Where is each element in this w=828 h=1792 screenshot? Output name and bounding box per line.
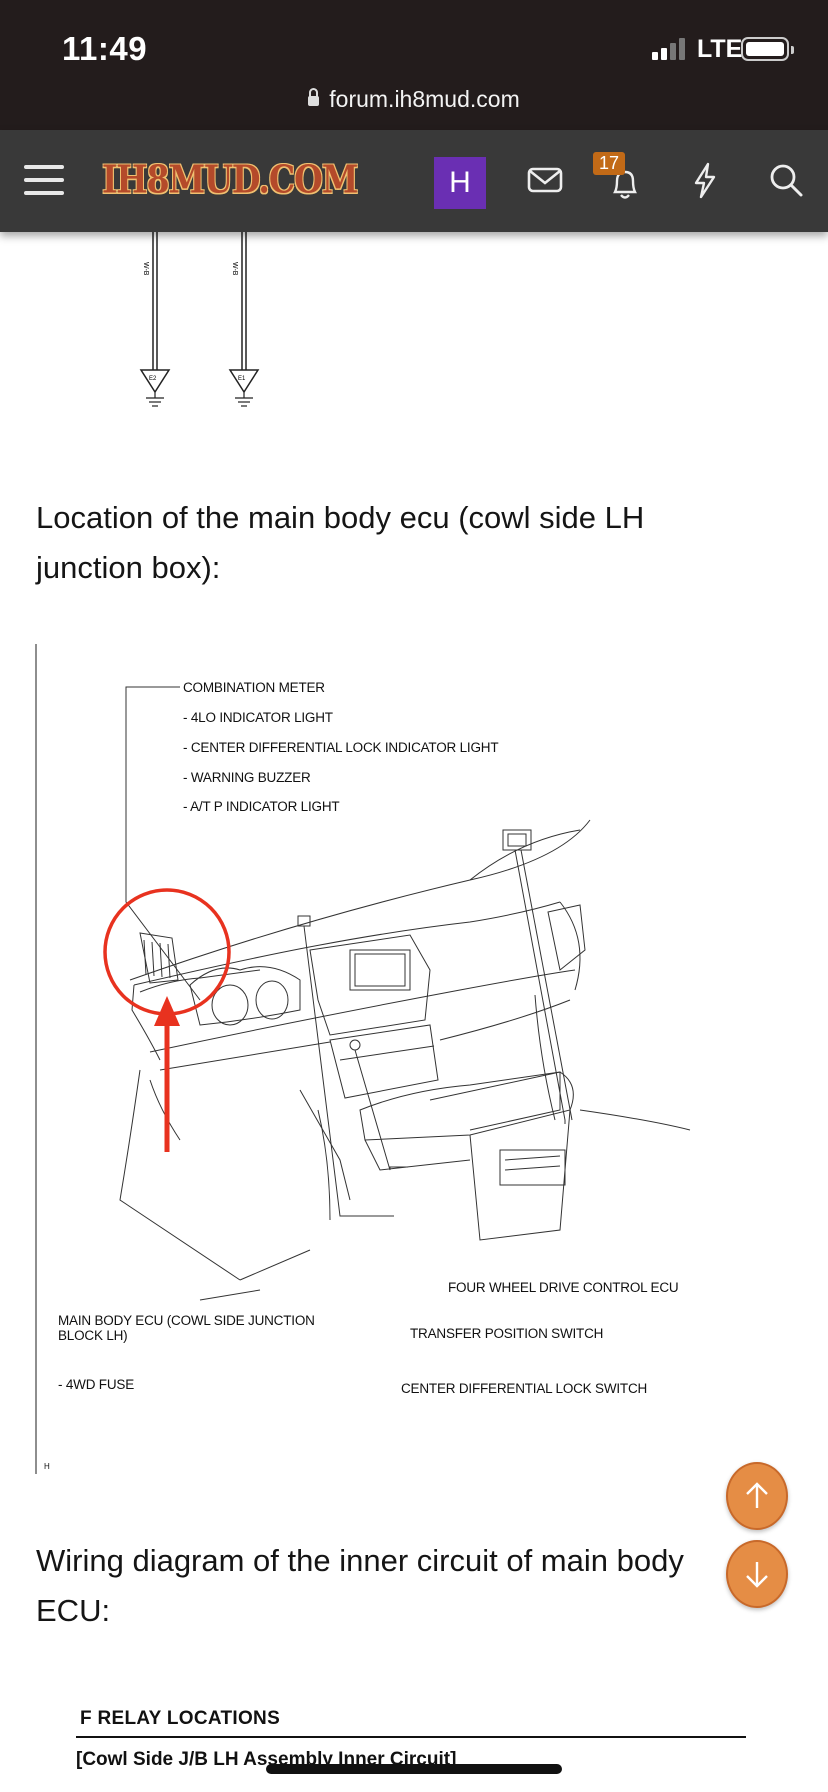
label-atp-light: - A/T P INDICATOR LIGHT (183, 799, 340, 814)
arrow-up-icon (746, 1482, 768, 1508)
label-center-diff-light: - CENTER DIFFERENTIAL LOCK INDICATOR LIG… (183, 740, 499, 755)
battery-icon (741, 37, 794, 61)
bolt-icon[interactable] (683, 158, 727, 202)
site-navbar: IH8MUD.COM H 17 (0, 130, 828, 232)
ground-diagram: W-B W-B E2 E1 (139, 232, 260, 407)
ground-label: E1 (238, 376, 246, 382)
label-4wd-ecu: FOUR WHEEL DRIVE CONTROL ECU (448, 1280, 679, 1295)
scroll-down-button[interactable] (726, 1540, 788, 1608)
label-4lo-light: - 4LO INDICATOR LIGHT (183, 710, 333, 725)
label-center-diff-switch: CENTER DIFFERENTIAL LOCK SWITCH (401, 1381, 648, 1396)
ground-label: E2 (149, 376, 157, 382)
notification-badge: 17 (593, 152, 626, 175)
label-combination-meter: COMBINATION METER (183, 680, 325, 695)
label-4wd-fuse: - 4WD FUSE (58, 1377, 135, 1392)
relay-locations-title: F RELAY LOCATIONS (80, 1708, 281, 1729)
highlight-circle (103, 888, 231, 1016)
user-avatar[interactable]: H (434, 157, 486, 209)
mail-icon[interactable] (523, 158, 567, 202)
label-corner-mark: H (44, 1462, 50, 1471)
url-bar[interactable]: forum.ih8mud.com (0, 86, 828, 113)
status-time: 11:49 (62, 30, 148, 67)
lock-icon (308, 88, 320, 106)
search-icon[interactable] (764, 158, 808, 202)
wire-label: W-B (142, 262, 149, 276)
scroll-up-button[interactable] (726, 1462, 788, 1530)
label-main-body-ecu: MAIN BODY ECU (COWL SIDE JUNCTION BLOCK … (58, 1313, 315, 1343)
arrow-down-icon (746, 1562, 768, 1588)
signal-icon (652, 38, 686, 60)
network-type: LTE (697, 35, 743, 63)
home-indicator[interactable] (266, 1764, 562, 1774)
post-text-wiring: Wiring diagram of the inner circuit of m… (36, 1543, 684, 1628)
post-text-location: Location of the main body ecu (cowl side… (36, 500, 645, 585)
ecu-location-diagram: COMBINATION METER - 4LO INDICATOR LIGHT … (0, 640, 828, 1480)
wire-label: W-B (231, 262, 238, 276)
site-logo[interactable]: IH8MUD.COM (102, 157, 358, 202)
status-bar: 11:49 LTE forum.ih8mud.com (0, 0, 828, 130)
dashboard-illustration (35, 644, 691, 1474)
label-transfer-switch: TRANSFER POSITION SWITCH (410, 1326, 604, 1341)
hamburger-icon[interactable] (24, 163, 64, 197)
url-text: forum.ih8mud.com (329, 86, 520, 112)
label-warning-buzzer: - WARNING BUZZER (183, 770, 311, 785)
section-divider (76, 1736, 746, 1738)
